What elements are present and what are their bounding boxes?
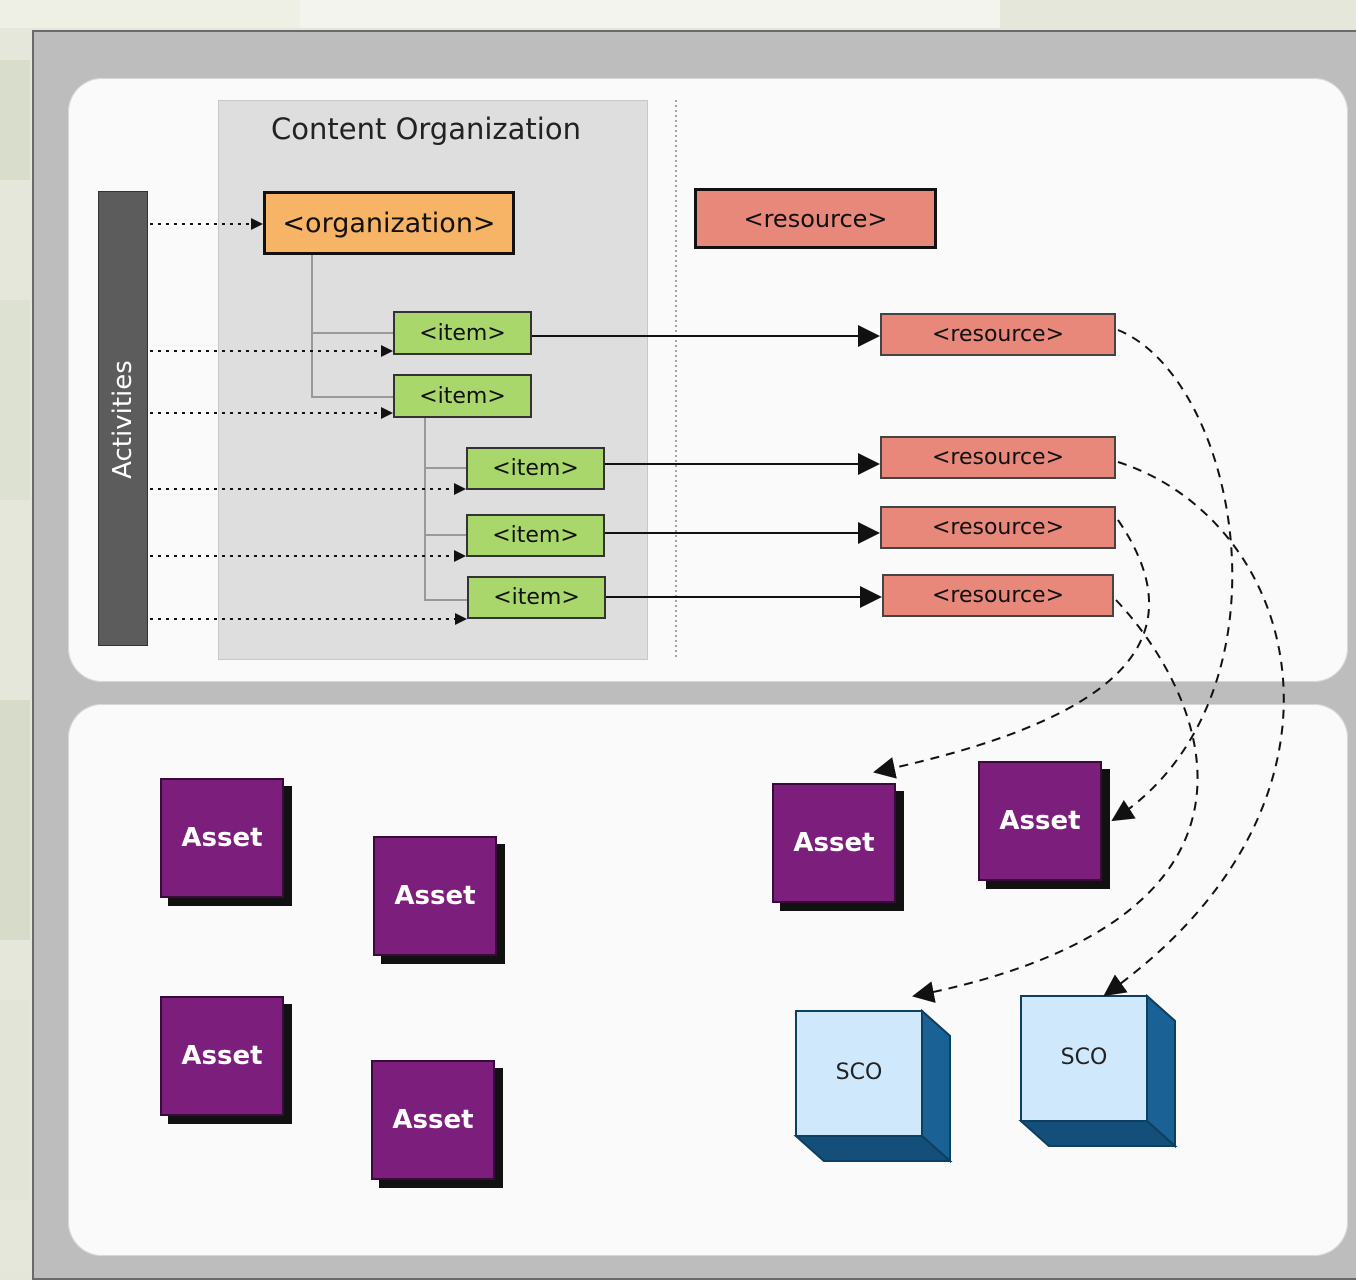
- sco-label: SCO: [835, 1060, 883, 1085]
- item-node: <item>: [466, 447, 605, 490]
- activities-bar: Activities: [98, 191, 148, 646]
- asset-node: Asset: [371, 1060, 495, 1180]
- asset-node: Asset: [978, 761, 1102, 881]
- resource-node: <resource>: [880, 313, 1116, 356]
- asset-node: Asset: [373, 836, 497, 956]
- resource-header-node: <resource>: [694, 188, 937, 249]
- item-node: <item>: [467, 576, 606, 619]
- content-organization-title: Content Organization: [271, 112, 581, 146]
- resource-node: <resource>: [882, 574, 1114, 617]
- resource-node: <resource>: [880, 506, 1116, 549]
- sco-label: SCO: [1060, 1045, 1108, 1070]
- activities-label: Activities: [108, 360, 138, 479]
- asset-node: Asset: [160, 996, 284, 1116]
- item-node: <item>: [393, 311, 532, 355]
- asset-node: Asset: [772, 783, 896, 903]
- item-node: <item>: [466, 514, 605, 557]
- organization-node: <organization>: [263, 191, 515, 255]
- item-node: <item>: [393, 374, 532, 418]
- resource-node: <resource>: [880, 436, 1116, 479]
- asset-node: Asset: [160, 778, 284, 898]
